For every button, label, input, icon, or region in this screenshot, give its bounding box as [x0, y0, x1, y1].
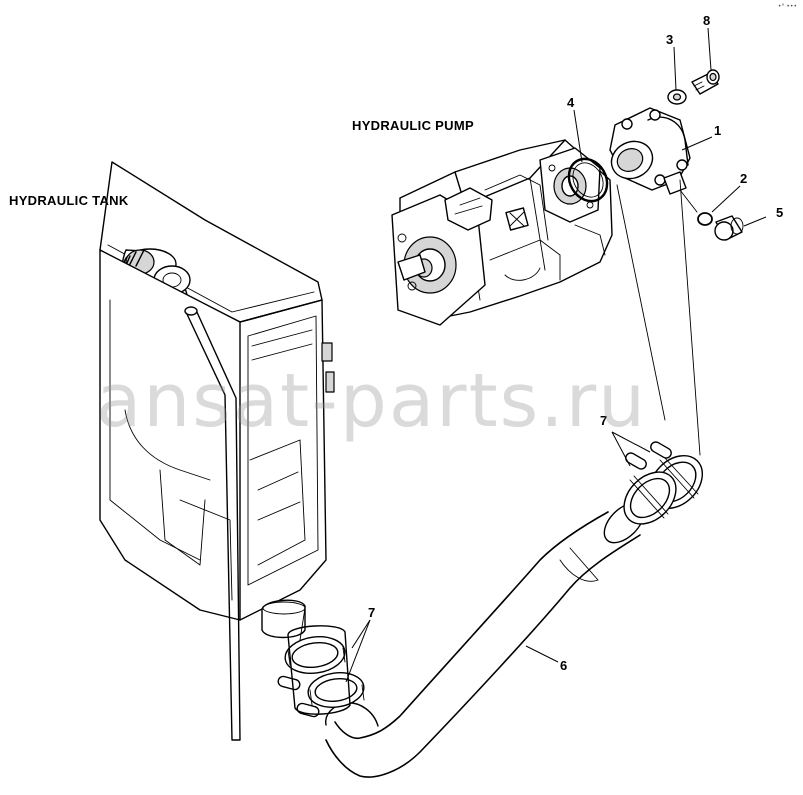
hydraulic-tank-label: HYDRAULIC TANK [9, 193, 129, 208]
o-ring-part-2 [697, 212, 713, 226]
callout-7-top: 7 [600, 413, 608, 428]
callout-2: 2 [740, 171, 748, 186]
tank-outlet-guide [299, 607, 306, 641]
plug-part-5 [714, 215, 744, 241]
callout-3: 3 [666, 32, 674, 47]
hose-clamp-top-2 [623, 452, 677, 525]
flange-to-hose-guide [616, 179, 701, 456]
cap-screw-part-8 [691, 69, 720, 95]
o-ring-part-4 [567, 157, 609, 203]
hydraulic-tank [99, 161, 335, 741]
callout-6: 6 [560, 658, 568, 673]
callout-1: 1 [714, 123, 722, 138]
hose-clamp-bottom [277, 635, 346, 691]
hose-clamp-bottom-2 [296, 672, 365, 718]
hydraulic-pump [391, 139, 613, 326]
suction-hose-part-6 [325, 502, 645, 778]
corner-mark: •° ••• [777, 3, 797, 10]
washer-part-3 [667, 89, 687, 105]
hydraulic-pump-label: HYDRAULIC PUMP [352, 118, 474, 133]
callout-leaders [345, 27, 767, 683]
callout-7-bottom: 7 [368, 605, 376, 620]
callout-8: 8 [703, 13, 711, 28]
suction-flange-part-1 [609, 107, 691, 195]
plug-assembly-line [679, 189, 698, 213]
callout-4: 4 [567, 95, 575, 110]
callout-5: 5 [776, 205, 784, 220]
